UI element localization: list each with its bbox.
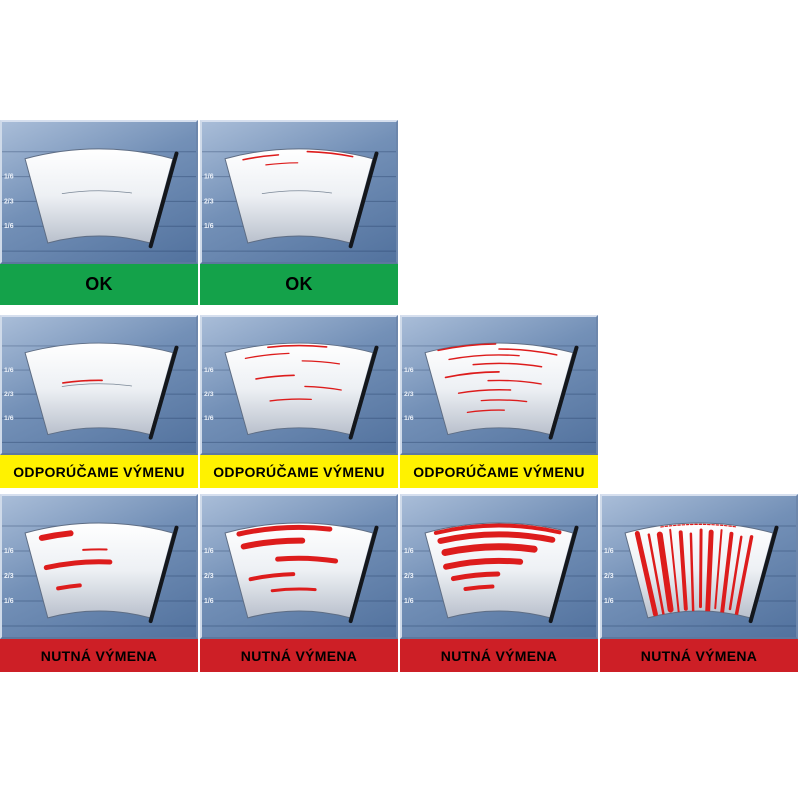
zone-label: 1/6 (404, 415, 414, 422)
wear-marks (242, 150, 354, 194)
zone-label: 2/3 (204, 198, 214, 205)
wiper-blade (548, 525, 579, 624)
wiper-blade (548, 345, 579, 440)
wiper-smears-heavy-panel: 1/6 2/3 1/6 (400, 494, 598, 639)
wiper-many-streaks-panel: 1/6 2/3 1/6 (400, 315, 598, 455)
status-label-required: NUTNÁ VÝMENA (600, 639, 798, 672)
wiper-minor-streaks-panel: 1/6 2/3 1/6 (200, 120, 398, 264)
status-label-required: NUTNÁ VÝMENA (400, 639, 598, 672)
wear-marks (61, 190, 133, 194)
zone-label: 1/6 (204, 598, 214, 605)
zone-label: 1/6 (4, 367, 14, 374)
wear-marks (236, 524, 339, 593)
zone-label: 1/6 (204, 223, 214, 230)
wiper-blade (348, 345, 379, 440)
status-label-ok: OK (200, 264, 398, 305)
wear-marks (433, 523, 562, 591)
wiper-sweep-diagram: 1/6 2/3 1/6 (2, 342, 196, 443)
wiper-blade (148, 525, 179, 624)
wiper-sweep-diagram: 1/6 2/3 1/6 (402, 342, 596, 443)
wiper-blade (148, 151, 179, 249)
status-label-recommend: ODPORÚČAME VÝMENU (400, 455, 598, 488)
wiper-sweep-area (24, 522, 174, 619)
zone-label: 1/6 (4, 223, 14, 230)
wear-marks (437, 343, 558, 414)
wiper-sweep-diagram: 1/6 2/3 1/6 (2, 148, 196, 252)
wiper-smears-medium-panel: 1/6 2/3 1/6 (200, 494, 398, 639)
wiper-clean-panel: 1/6 2/3 1/6 (0, 120, 198, 264)
wiper-sweep-diagram: 1/6 2/3 1/6 (202, 342, 396, 443)
status-label-required: NUTNÁ VÝMENA (0, 639, 198, 672)
zone-label: 1/6 (4, 598, 14, 605)
wiper-smears-light-panel: 1/6 2/3 1/6 (0, 494, 198, 639)
wiper-sweep-diagram: 1/6 2/3 1/6 (402, 522, 596, 627)
wiper-single-streak-panel: 1/6 2/3 1/6 (0, 315, 198, 455)
zone-label: 2/3 (604, 573, 614, 580)
wiper-blade (148, 345, 179, 440)
wiper-torn-blade-panel: 1/6 2/3 1/6 (600, 494, 798, 639)
wiper-sweep-area (24, 148, 174, 244)
zone-label: 1/6 (204, 415, 214, 422)
wiper-sweep-area (24, 342, 174, 436)
zone-label: 2/3 (404, 573, 414, 580)
status-label-recommend: ODPORÚČAME VÝMENU (200, 455, 398, 488)
wiper-sweep-diagram: 1/6 2/3 1/6 (202, 522, 396, 627)
wiper-blade (748, 525, 779, 624)
zone-label: 1/6 (604, 598, 614, 605)
wiper-sweep-area (224, 148, 374, 244)
wear-marks (244, 344, 342, 402)
zone-label: 1/6 (4, 174, 14, 181)
wiper-sweep-diagram: 1/6 2/3 1/6 (202, 148, 396, 252)
zone-label: 2/3 (404, 391, 414, 398)
zone-label: 1/6 (204, 548, 214, 555)
zone-label: 1/6 (4, 415, 14, 422)
zone-label: 1/6 (4, 548, 14, 555)
wiper-sweep-area (224, 522, 374, 619)
zone-label: 1/6 (404, 367, 414, 374)
wiper-sweep-diagram: 1/6 2/3 1/6 (602, 522, 796, 627)
status-label-required: NUTNÁ VÝMENA (200, 639, 398, 672)
zone-label: 1/6 (204, 367, 214, 374)
wear-marks (634, 523, 754, 617)
wear-marks (38, 530, 113, 591)
status-label-recommend: ODPORÚČAME VÝMENU (0, 455, 198, 488)
wiper-several-streaks-panel: 1/6 2/3 1/6 (200, 315, 398, 455)
wiper-sweep-diagram: 1/6 2/3 1/6 (2, 522, 196, 627)
zone-label: 1/6 (204, 174, 214, 181)
wiper-sweep-area (224, 342, 374, 436)
zone-label: 2/3 (204, 573, 214, 580)
zone-label: 1/6 (404, 548, 414, 555)
zone-label: 1/6 (404, 598, 414, 605)
wiper-blade (348, 151, 379, 249)
zone-label: 2/3 (4, 391, 14, 398)
zone-label: 2/3 (4, 573, 14, 580)
wiper-sweep-area (424, 342, 574, 436)
status-label-ok: OK (0, 264, 198, 305)
wiper-blade (348, 525, 379, 624)
zone-label: 2/3 (4, 198, 14, 205)
wear-marks (61, 379, 133, 387)
zone-label: 2/3 (204, 391, 214, 398)
zone-label: 1/6 (604, 548, 614, 555)
